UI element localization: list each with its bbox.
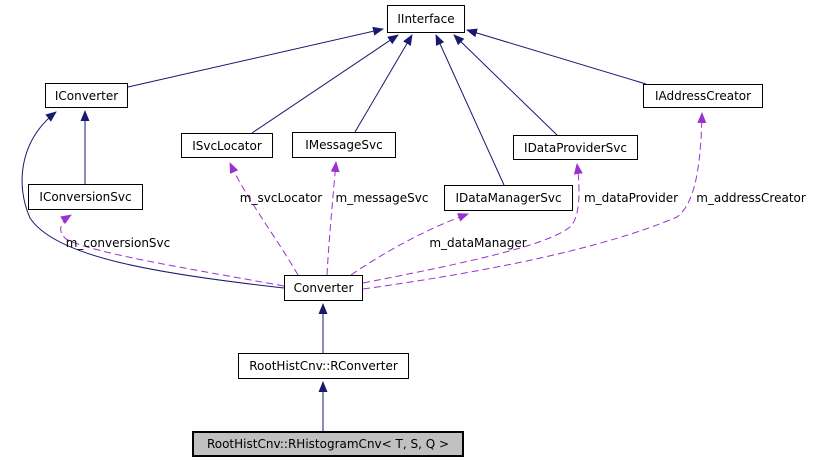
edge-imessagesvc-to-iinterface bbox=[354, 34, 413, 133]
class-node-iconversionsvc[interactable]: IConversionSvc bbox=[28, 184, 143, 210]
edge-iaddresscreator-to-iinterface bbox=[466, 28, 647, 85]
class-node-rconverter[interactable]: RootHistCnv::RConverter bbox=[238, 353, 409, 379]
edge-converter-to-iconverter bbox=[21, 111, 285, 289]
edge-iconverter-to-iinterface bbox=[127, 26, 384, 88]
class-node-converter[interactable]: Converter bbox=[284, 275, 363, 301]
edge-label-m-dataprovider: m_dataProvider bbox=[583, 191, 679, 205]
class-node-rhistogramcnv: RootHistCnv::RHistogramCnv< T, S, Q > bbox=[192, 431, 464, 457]
edge-label-m-svclocator: m_svcLocator bbox=[239, 191, 323, 205]
class-node-idataprovidersvc[interactable]: IDataProviderSvc bbox=[513, 135, 638, 160]
edge-converter-m-messagesvc bbox=[326, 161, 340, 276]
edge-label-m-conversionsvc: m_conversionSvc bbox=[65, 236, 171, 250]
edge-label-m-datamanager: m_dataManager bbox=[429, 236, 527, 250]
class-node-isvclocator[interactable]: ISvcLocator bbox=[181, 133, 273, 158]
edge-label-m-messagesvc: m_messageSvc bbox=[335, 191, 429, 205]
edge-idataprovidersvc-to-iinterface bbox=[453, 34, 558, 136]
edge-converter-m-datamanager bbox=[350, 213, 469, 276]
edge-converter-m-dataprovider bbox=[362, 163, 583, 284]
edge-idatamanagersvc-to-iinterface bbox=[435, 34, 505, 186]
class-node-iconverter[interactable]: IConverter bbox=[45, 83, 128, 108]
inheritance-edges bbox=[21, 26, 647, 431]
edge-converter-m-conversionsvc bbox=[60, 214, 285, 287]
edge-converter-m-svclocator bbox=[229, 162, 299, 276]
edge-converter-m-addresscreator bbox=[362, 112, 707, 290]
class-node-imessagesvc[interactable]: IMessageSvc bbox=[292, 132, 396, 158]
usage-edges bbox=[60, 112, 707, 290]
class-node-iaddresscreator[interactable]: IAddressCreator bbox=[643, 84, 763, 108]
edge-isvclocator-to-iinterface bbox=[251, 34, 399, 134]
class-node-iinterface[interactable]: IInterface bbox=[387, 5, 465, 33]
class-node-idatamanagersvc[interactable]: IDataManagerSvc bbox=[444, 185, 573, 211]
edge-label-m-addresscreator: m_addressCreator bbox=[696, 191, 806, 205]
